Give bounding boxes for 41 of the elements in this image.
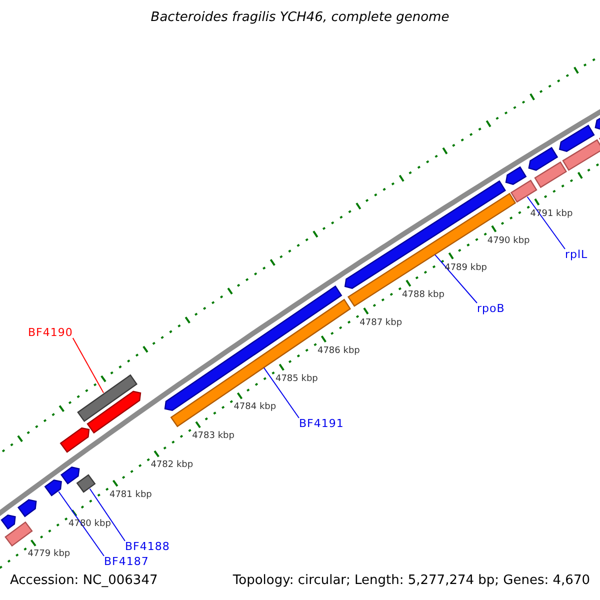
- scale-label: 4783 kbp: [192, 432, 234, 442]
- gene-bar: [534, 161, 568, 188]
- gene-feature: [86, 390, 142, 434]
- genome-info-text: Topology: circular; Length: 5,277,274 bp; Genes: 4,670: [232, 574, 590, 587]
- gene-feature: [60, 427, 90, 453]
- gene-bar: [77, 374, 138, 422]
- scale-label: 4790 kbp: [487, 236, 530, 246]
- accession-text: Accession: NC_006347: [10, 574, 158, 587]
- scale-label: 4784 kbp: [234, 403, 276, 412]
- gene-label: BF4191: [299, 418, 344, 429]
- gene-feature: [164, 285, 342, 412]
- gene-feature: [60, 466, 80, 485]
- gene-label: BF4188: [125, 541, 170, 552]
- scale-label: 4786 kbp: [317, 346, 360, 356]
- gene-feature: [44, 479, 62, 496]
- leader-line: [434, 254, 478, 304]
- gene-label: rplL: [565, 249, 588, 260]
- scale-label: 4787 kbp: [360, 318, 402, 328]
- gene-label: rpoB: [477, 303, 505, 314]
- gene-bar: [562, 139, 600, 171]
- scale-label: 4779 kbp: [28, 550, 70, 560]
- gene-label: BF4187: [104, 556, 149, 567]
- gene-feature: [0, 514, 16, 530]
- scale-label: 4782 kbp: [150, 461, 194, 470]
- gene-feature: [17, 499, 37, 518]
- title: Bacteroides fragilis YCH46, complete genome: [150, 11, 450, 24]
- leader-line: [58, 491, 104, 556]
- scale-label: 4781 kbp: [109, 490, 152, 500]
- gene-bar: [510, 180, 538, 203]
- leader-line: [526, 196, 566, 250]
- gene-label: BF4190: [28, 327, 73, 338]
- gene-bar: [4, 521, 33, 547]
- gene-bar: [76, 474, 96, 493]
- leader-line: [89, 488, 126, 542]
- gene-feature: [505, 166, 527, 185]
- scale-label: 4785 kbp: [275, 374, 318, 384]
- gene-feature: [528, 146, 558, 171]
- gene-feature: [558, 124, 595, 152]
- leader-line: [263, 367, 300, 418]
- scale-label: 4788 kbp: [402, 291, 444, 300]
- leader-line: [72, 338, 104, 394]
